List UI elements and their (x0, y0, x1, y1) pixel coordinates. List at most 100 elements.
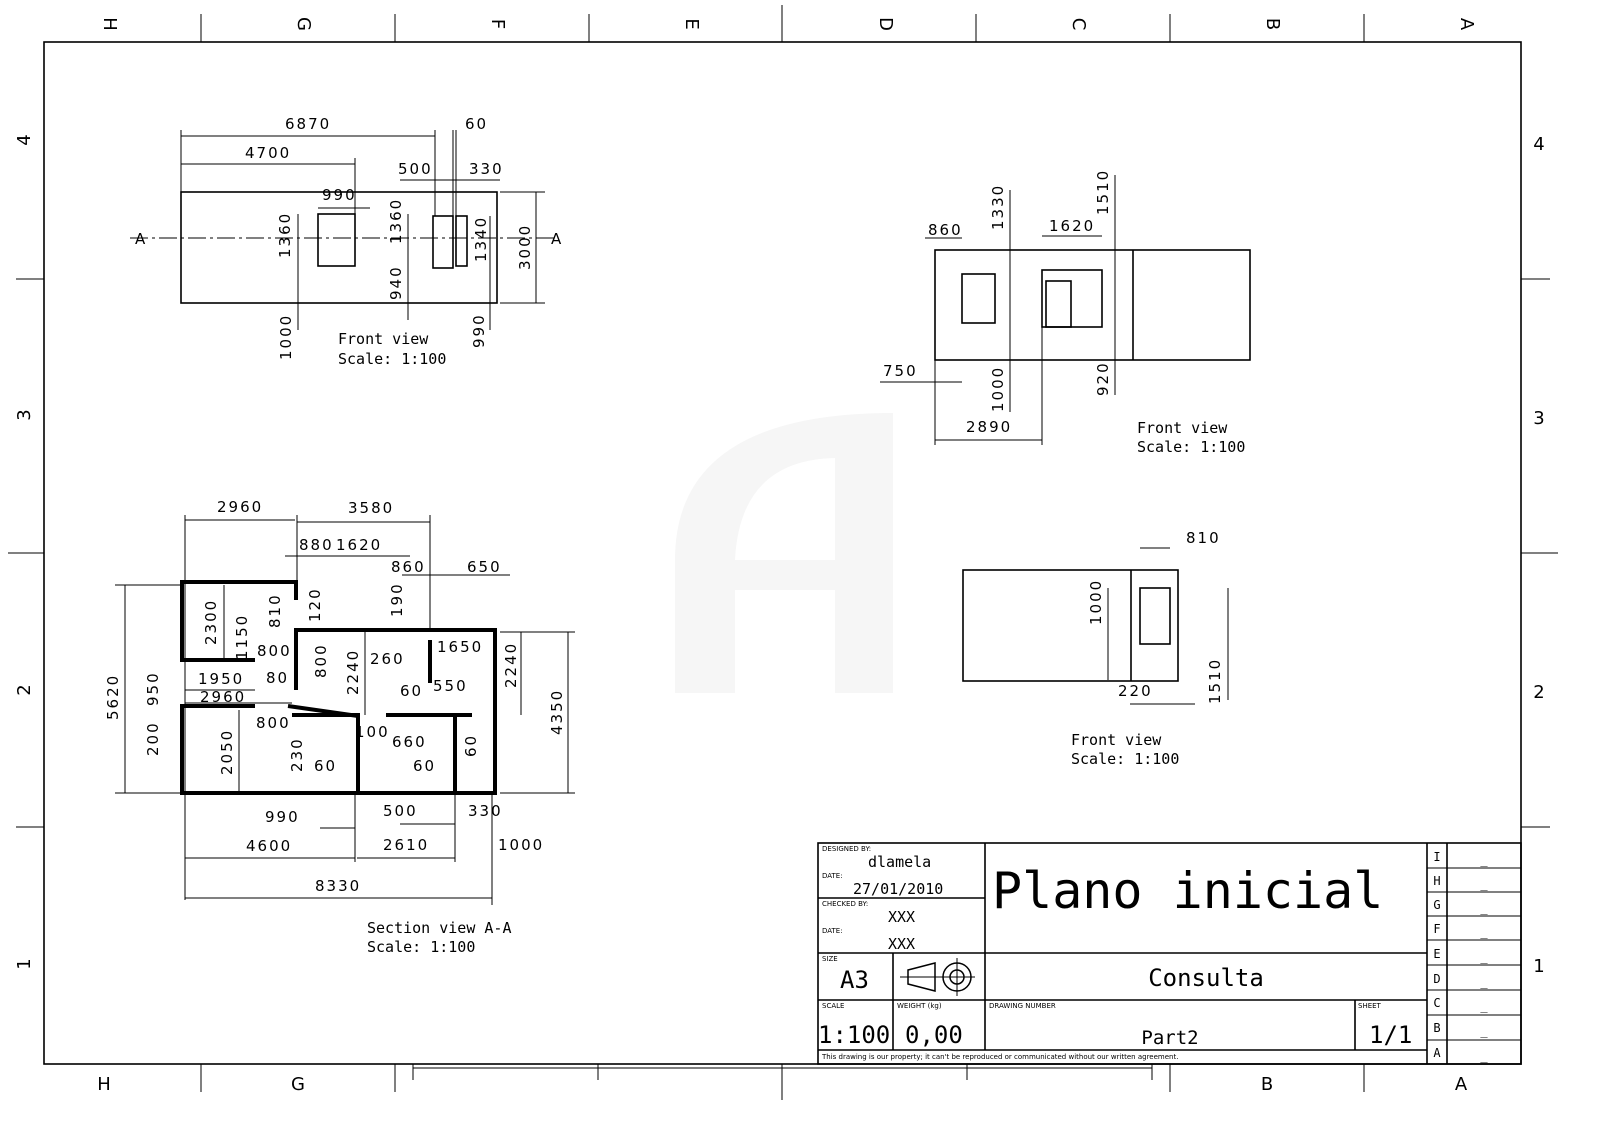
views-section-dims-33-label: 60 (462, 734, 480, 757)
title-block-scale-label: 1:100 (818, 1021, 890, 1049)
zone-labels-right: 4 3 2 1 (1533, 134, 1544, 977)
views-section-dims-28-label: 230 (288, 737, 306, 772)
views-section-title-label: Section view A-A (367, 919, 512, 937)
title-block-revisions-7-value-label: _ (1480, 1024, 1488, 1038)
g-stroke (880, 175, 1116, 445)
path-stroke (675, 413, 893, 693)
zones-rows-1-label: 3 (1533, 408, 1544, 429)
zones-columns-7-label: A (1455, 1074, 1468, 1095)
views-section-dims-0-label: 2960 (217, 498, 263, 516)
title-block-date2-label: XXX (888, 935, 915, 953)
views-section-dims-1-label: 3580 (348, 499, 394, 517)
zones-rows-2-label: 2 (14, 684, 35, 695)
title-block-revisions-5-value-label: _ (1480, 975, 1488, 989)
zones-columns-5-label: C (1068, 18, 1089, 31)
title-block-revisions-3-letter-label: F (1433, 922, 1440, 936)
views-front-top-left-dims-10-label: 940 (387, 265, 405, 300)
views-front-mid-right-scale-label: Scale: 1:100 (1071, 750, 1179, 768)
zone-dividers (8, 5, 1558, 1100)
views-section-dims-35-label: 500 (383, 802, 418, 820)
g-stroke (1107, 547, 1229, 705)
views-section-dims-2-label: 880 (299, 536, 334, 554)
zones-columns-1-label: G (293, 17, 314, 31)
title-block-revisions-2-letter-label: G (1433, 898, 1440, 912)
views-section-dims-8-label: 810 (266, 593, 284, 628)
views-front-top-right-dims-7-label: 2890 (966, 418, 1012, 436)
views-section-dims-38-label: 2610 (383, 836, 429, 854)
path-stroke (180, 580, 298, 662)
front-view-top-right: 860 1330 1620 1510 750 1000 920 2890 Fro… (880, 169, 1251, 456)
views-section-dims-13-label: 2240 (344, 649, 362, 695)
views-front-top-right-dims-3-label: 1510 (1094, 169, 1112, 215)
views-front-top-left-title-label: Front view (338, 330, 429, 348)
views-front-mid-right-dims-2-label: 220 (1118, 682, 1153, 700)
path-stroke (292, 713, 360, 793)
views-front-top-left-dims-9-label: 3000 (516, 224, 534, 270)
title-block-revisions-1-letter-label: H (1433, 874, 1440, 888)
views-section-dims-7-label: 1150 (233, 614, 251, 660)
title-block-sheet-label-label: SHEET (1358, 1002, 1382, 1010)
title-block-checked-by-label-label: CHECKED BY: (822, 900, 868, 908)
scale-ruler (412, 1064, 1153, 1080)
views-section-dims-10-label: 190 (388, 582, 406, 617)
zone-labels-bottom: H G B A (97, 1074, 1468, 1095)
rect-stroke (962, 569, 1179, 682)
views-section-dims-5-label: 650 (467, 558, 502, 576)
rect-stroke (317, 213, 356, 267)
projection-symbol-icon (900, 958, 975, 996)
title-block-revisions-7-letter-label: B (1433, 1021, 1440, 1035)
title-block-revisions-4-value-label: _ (1480, 950, 1488, 964)
title-block-revisions-8-value-label: _ (1480, 1049, 1488, 1063)
section-view-a-a: 2960 3580 880 1620 860 650 2300 1150 810… (104, 498, 575, 956)
front-view-top-left: A A 6870 60 4700 500 330 990 1360 1360 1… (130, 115, 563, 368)
title-block-revisions-4-letter-label: E (1433, 947, 1440, 961)
views-front-top-left-section-marker-label: A (135, 230, 147, 248)
title-block-date2-label-label: DATE: (822, 927, 843, 935)
rect-stroke (934, 249, 1251, 361)
title-block-designed-by-label-label: DESIGNED BY: (822, 845, 871, 853)
title-block-notice-label: This drawing is our property; it can't b… (821, 1053, 1178, 1061)
views-front-top-left-dims-0-label: 6870 (285, 115, 331, 133)
title-block-revisions-0-value-label: _ (1480, 853, 1488, 867)
title-block-revisions-1-value-label: _ (1480, 877, 1488, 891)
zones-rows-2-label: 2 (1533, 682, 1544, 703)
views-section-dims-27-label: 2050 (218, 729, 236, 775)
views-section-dims-23-label: 550 (433, 677, 468, 695)
views-front-top-left-dims-12-label: 990 (470, 313, 488, 348)
title-block-revisions-3-value-label: _ (1480, 925, 1488, 939)
views-section-scale-label: Scale: 1:100 (367, 938, 475, 956)
views-section-dims-20-label: 1950 (198, 670, 244, 688)
title-block-checked-by-label: XXX (888, 908, 915, 926)
zones-columns-6-label: B (1261, 1074, 1273, 1095)
views-front-top-left-scale-label: Scale: 1:100 (338, 350, 446, 368)
path-stroke (180, 628, 497, 795)
title-block-weight-label: 0,00 (905, 1021, 963, 1049)
title-block: DESIGNED BY: dlamela DATE: 27/01/2010 CH… (817, 842, 1522, 1065)
title-block-designed-by-label: dlamela (868, 853, 931, 871)
views-front-top-left-dims-5-label: 990 (322, 186, 357, 204)
views-section-dims-36-label: 330 (468, 802, 503, 820)
g-stroke (180, 130, 545, 330)
views-section-dims-21-label: 80 (266, 669, 289, 687)
views-front-mid-right-dims-0-label: 810 (1186, 529, 1221, 547)
zones-rows-0-label: 4 (1533, 134, 1544, 155)
views-section-dims-39-label: 1000 (498, 836, 544, 854)
drawing-subtitle: Consulta (1148, 964, 1264, 992)
views-front-top-left-section-marker-label: A (551, 230, 563, 248)
zones-rows-0-label: 4 (14, 134, 35, 145)
title-block-drawing-number-label-label: DRAWING NUMBER (989, 1002, 1056, 1010)
views-section-dims-17-label: 4350 (548, 689, 566, 735)
views-section-dims-37-label: 4600 (246, 837, 292, 855)
views-section-dims-32-label: 60 (413, 757, 436, 775)
zone-labels-left: 4 3 2 1 (14, 134, 35, 969)
views-front-top-right-dims-2-label: 1620 (1049, 217, 1095, 235)
views-section-dims-11-label: 800 (257, 642, 292, 660)
views-front-top-left-dims-1-label: 60 (465, 115, 488, 133)
zones-rows-3-label: 1 (1533, 956, 1544, 977)
zones-columns-3-label: E (681, 18, 702, 29)
views-section-dims-4-label: 860 (391, 558, 426, 576)
views-section-dims-25-label: 200 (144, 721, 162, 756)
views-front-top-left-dims-2-label: 4700 (245, 144, 291, 162)
views-front-top-right-scale-label: Scale: 1:100 (1137, 438, 1245, 456)
views-front-top-right-dims-0-label: 860 (928, 221, 963, 239)
